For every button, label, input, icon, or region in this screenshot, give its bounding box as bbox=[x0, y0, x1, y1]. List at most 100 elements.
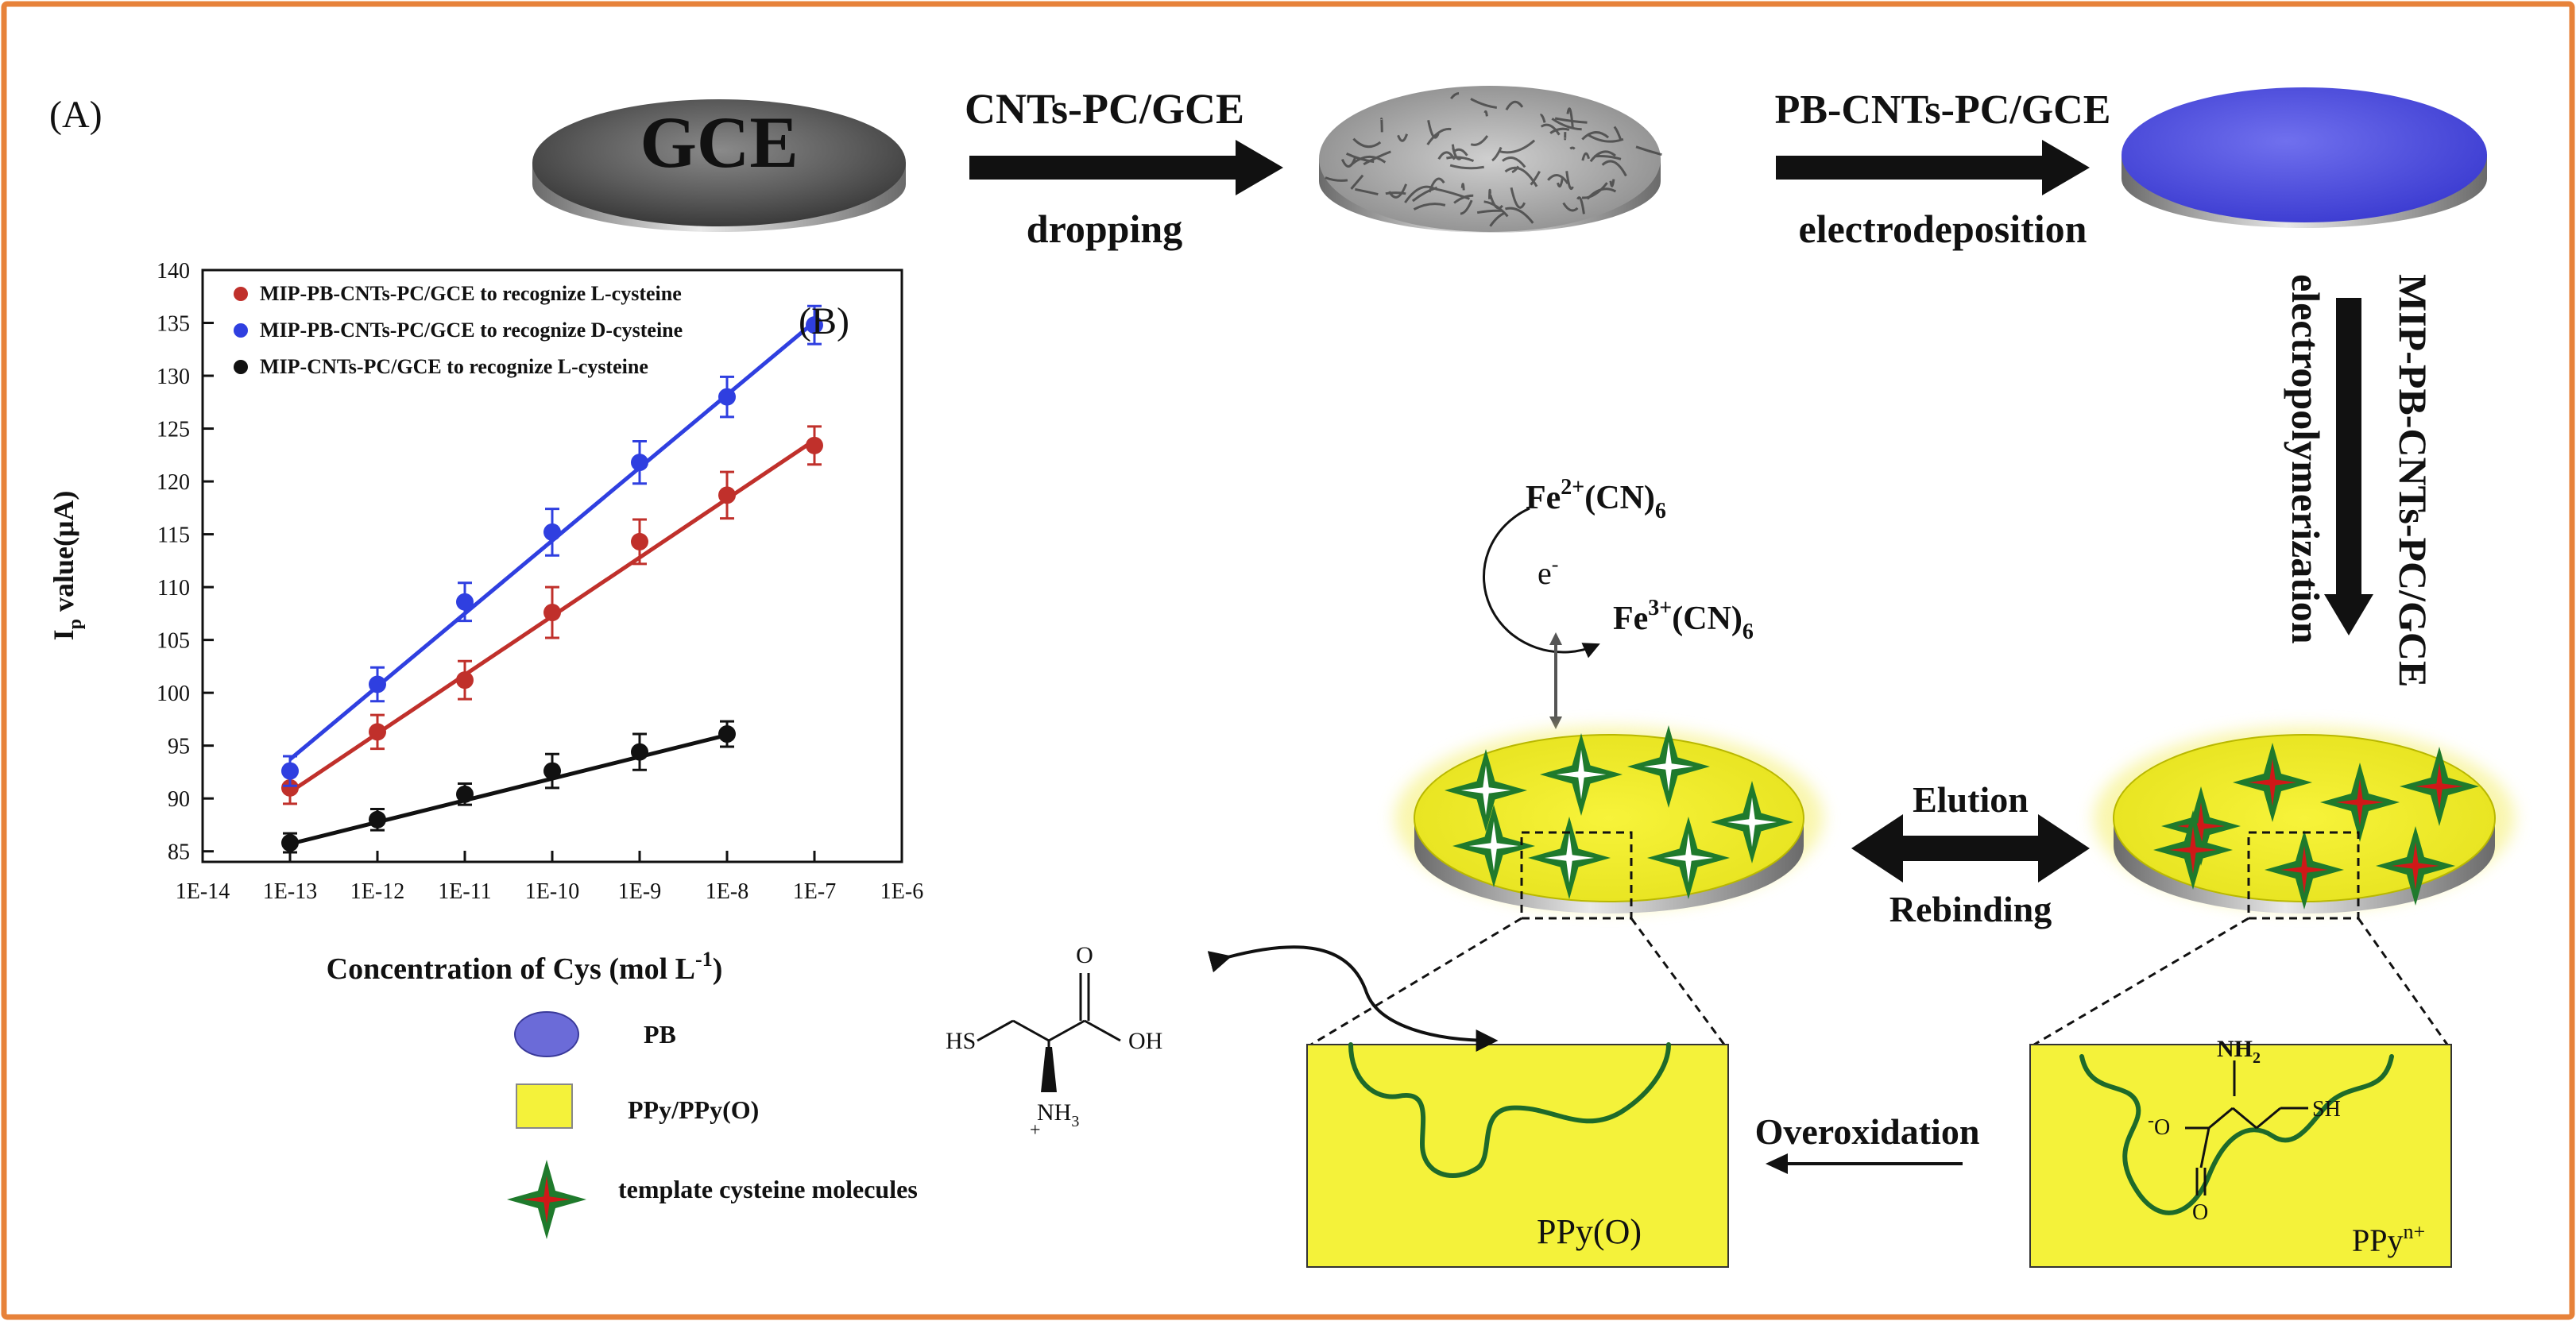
ppy-n-block: PPyn+ NH2 SH -O O bbox=[2029, 1036, 2452, 1268]
fit-line bbox=[289, 732, 728, 846]
ppy-o-label: PPy(O) bbox=[1537, 1212, 1642, 1251]
legend-label: MIP-PB-CNTs-PC/GCE to recognize D-cystei… bbox=[260, 319, 683, 342]
y-tick-label: 100 bbox=[157, 682, 190, 706]
arrow-overoxidation bbox=[1766, 1153, 1963, 1174]
arrow-electrodeposition bbox=[1776, 140, 2090, 195]
data-point bbox=[631, 454, 648, 472]
legend-marker bbox=[234, 360, 248, 374]
x-tick-label: 1E-11 bbox=[438, 879, 491, 904]
data-point bbox=[369, 723, 386, 741]
x-tick-label: 1E-12 bbox=[350, 879, 404, 904]
pb-electrode bbox=[2122, 87, 2487, 228]
free-plus-label: + bbox=[1030, 1120, 1041, 1141]
y-tick-label: 140 bbox=[157, 259, 190, 284]
x-tick-label: 1E-8 bbox=[706, 879, 748, 904]
chart-x-axis-label: Concentration of Cys (mol L-1) bbox=[327, 948, 723, 986]
x-tick-label: 1E-6 bbox=[880, 879, 923, 904]
gce-label: GCE bbox=[640, 102, 798, 183]
step3-left-label: electropolymerization bbox=[2284, 274, 2328, 644]
data-point bbox=[806, 436, 823, 454]
step3-right-label: MIP-PB-CNTs-PC/GCE bbox=[2391, 274, 2435, 687]
free-hs-label: HS bbox=[946, 1028, 976, 1054]
bound-sh-label: SH bbox=[2312, 1097, 2341, 1122]
panel-label-b: (B) bbox=[799, 300, 849, 342]
redox-cycle: Fe2+(CN)6 Fe3+(CN)6 e- bbox=[1483, 475, 1754, 729]
key-ppy: PPy/PPy(O) bbox=[516, 1083, 759, 1129]
template-electrode bbox=[2094, 727, 2515, 920]
y-tick-label: 110 bbox=[157, 576, 190, 601]
y-tick-label: 95 bbox=[168, 735, 190, 759]
data-point bbox=[369, 810, 386, 829]
step1-bottom-label: dropping bbox=[1027, 207, 1182, 251]
free-oh-label: OH bbox=[1128, 1028, 1162, 1054]
rebinding-label: Rebinding bbox=[1889, 889, 2052, 929]
panel-label-a: (A) bbox=[49, 94, 102, 136]
free-o-label: O bbox=[1076, 942, 1093, 968]
electron-label: e- bbox=[1537, 553, 1558, 591]
data-point bbox=[543, 523, 561, 541]
data-point bbox=[456, 593, 474, 611]
y-tick-label: 120 bbox=[157, 470, 190, 495]
data-point bbox=[281, 834, 299, 852]
data-point bbox=[718, 388, 736, 406]
pb-swatch bbox=[514, 1011, 579, 1057]
data-point bbox=[718, 486, 736, 504]
y-tick-label: 125 bbox=[157, 418, 190, 442]
bound-o-minus-label: -O bbox=[2148, 1110, 2170, 1140]
key-template-label: template cysteine molecules bbox=[618, 1175, 918, 1203]
y-tick-label: 115 bbox=[157, 523, 190, 548]
arrow-molecule-binding bbox=[1207, 945, 1499, 1052]
x-tick-label: 1E-9 bbox=[618, 879, 661, 904]
y-tick-label: 130 bbox=[157, 365, 190, 389]
data-point bbox=[369, 675, 386, 693]
x-tick-label: 1E-13 bbox=[263, 879, 317, 904]
zoom-box-left bbox=[1520, 831, 1633, 920]
y-tick-label: 105 bbox=[157, 629, 190, 654]
step2-top-label: PB-CNTs-PC/GCE bbox=[1775, 87, 2111, 133]
fe2-label: Fe2+(CN)6 bbox=[1526, 475, 1666, 523]
free-nh3-label: NH3 bbox=[1037, 1099, 1079, 1130]
free-cysteine-molecule: O OH HS NH3 + bbox=[946, 942, 1162, 1141]
bound-o-label: O bbox=[2192, 1200, 2208, 1225]
arrow-elution-rebinding bbox=[1851, 814, 2090, 883]
eluted-electrode bbox=[1394, 725, 1824, 920]
zoom-box-right bbox=[2247, 831, 2360, 920]
fe3-label: Fe3+(CN)6 bbox=[1613, 596, 1754, 644]
x-tick-label: 1E-14 bbox=[176, 879, 230, 904]
x-tick-label: 1E-7 bbox=[793, 879, 836, 904]
data-point bbox=[456, 785, 474, 803]
x-tick-label: 1E-10 bbox=[525, 879, 579, 904]
ppy-swatch bbox=[516, 1083, 573, 1129]
chart-y-axis-label: Ip value(μA) bbox=[48, 491, 86, 641]
figure-key: PB PPy/PPy(O) template cysteine molecule… bbox=[507, 1011, 918, 1239]
legend-marker bbox=[234, 323, 248, 338]
legend-marker bbox=[234, 287, 248, 301]
key-pb: PB bbox=[514, 1011, 676, 1057]
ppy-n-label: PPyn+ bbox=[2352, 1220, 2425, 1258]
y-tick-label: 90 bbox=[168, 787, 190, 812]
data-point bbox=[281, 762, 299, 780]
elution-label: Elution bbox=[1913, 779, 2029, 820]
step2-bottom-label: electrodeposition bbox=[1799, 207, 2087, 251]
data-point bbox=[806, 316, 823, 334]
ppy-o-block: PPy(O) bbox=[1306, 1042, 1729, 1268]
data-point bbox=[281, 778, 299, 797]
y-tick-label: 85 bbox=[168, 840, 190, 865]
legend-label: MIP-CNTs-PC/GCE to recognize L-cysteine bbox=[260, 355, 648, 378]
gce-electrode: GCE bbox=[532, 99, 906, 232]
data-point bbox=[718, 725, 736, 744]
bound-nh2-label: NH2 bbox=[2217, 1036, 2261, 1067]
key-pb-label: PB bbox=[644, 1020, 676, 1049]
arrow-dropping bbox=[969, 140, 1283, 195]
step1-top-label: CNTs-PC/GCE bbox=[965, 85, 1244, 133]
key-ppy-label: PPy/PPy(O) bbox=[628, 1095, 759, 1124]
overoxidation-label: Overoxidation bbox=[1755, 1111, 1980, 1152]
data-point bbox=[456, 671, 474, 689]
data-point bbox=[543, 604, 561, 622]
data-point bbox=[631, 743, 648, 761]
data-point bbox=[631, 532, 648, 550]
legend-label: MIP-PB-CNTs-PC/GCE to recognize L-cystei… bbox=[260, 282, 682, 305]
cnts-electrode bbox=[1319, 86, 1662, 233]
